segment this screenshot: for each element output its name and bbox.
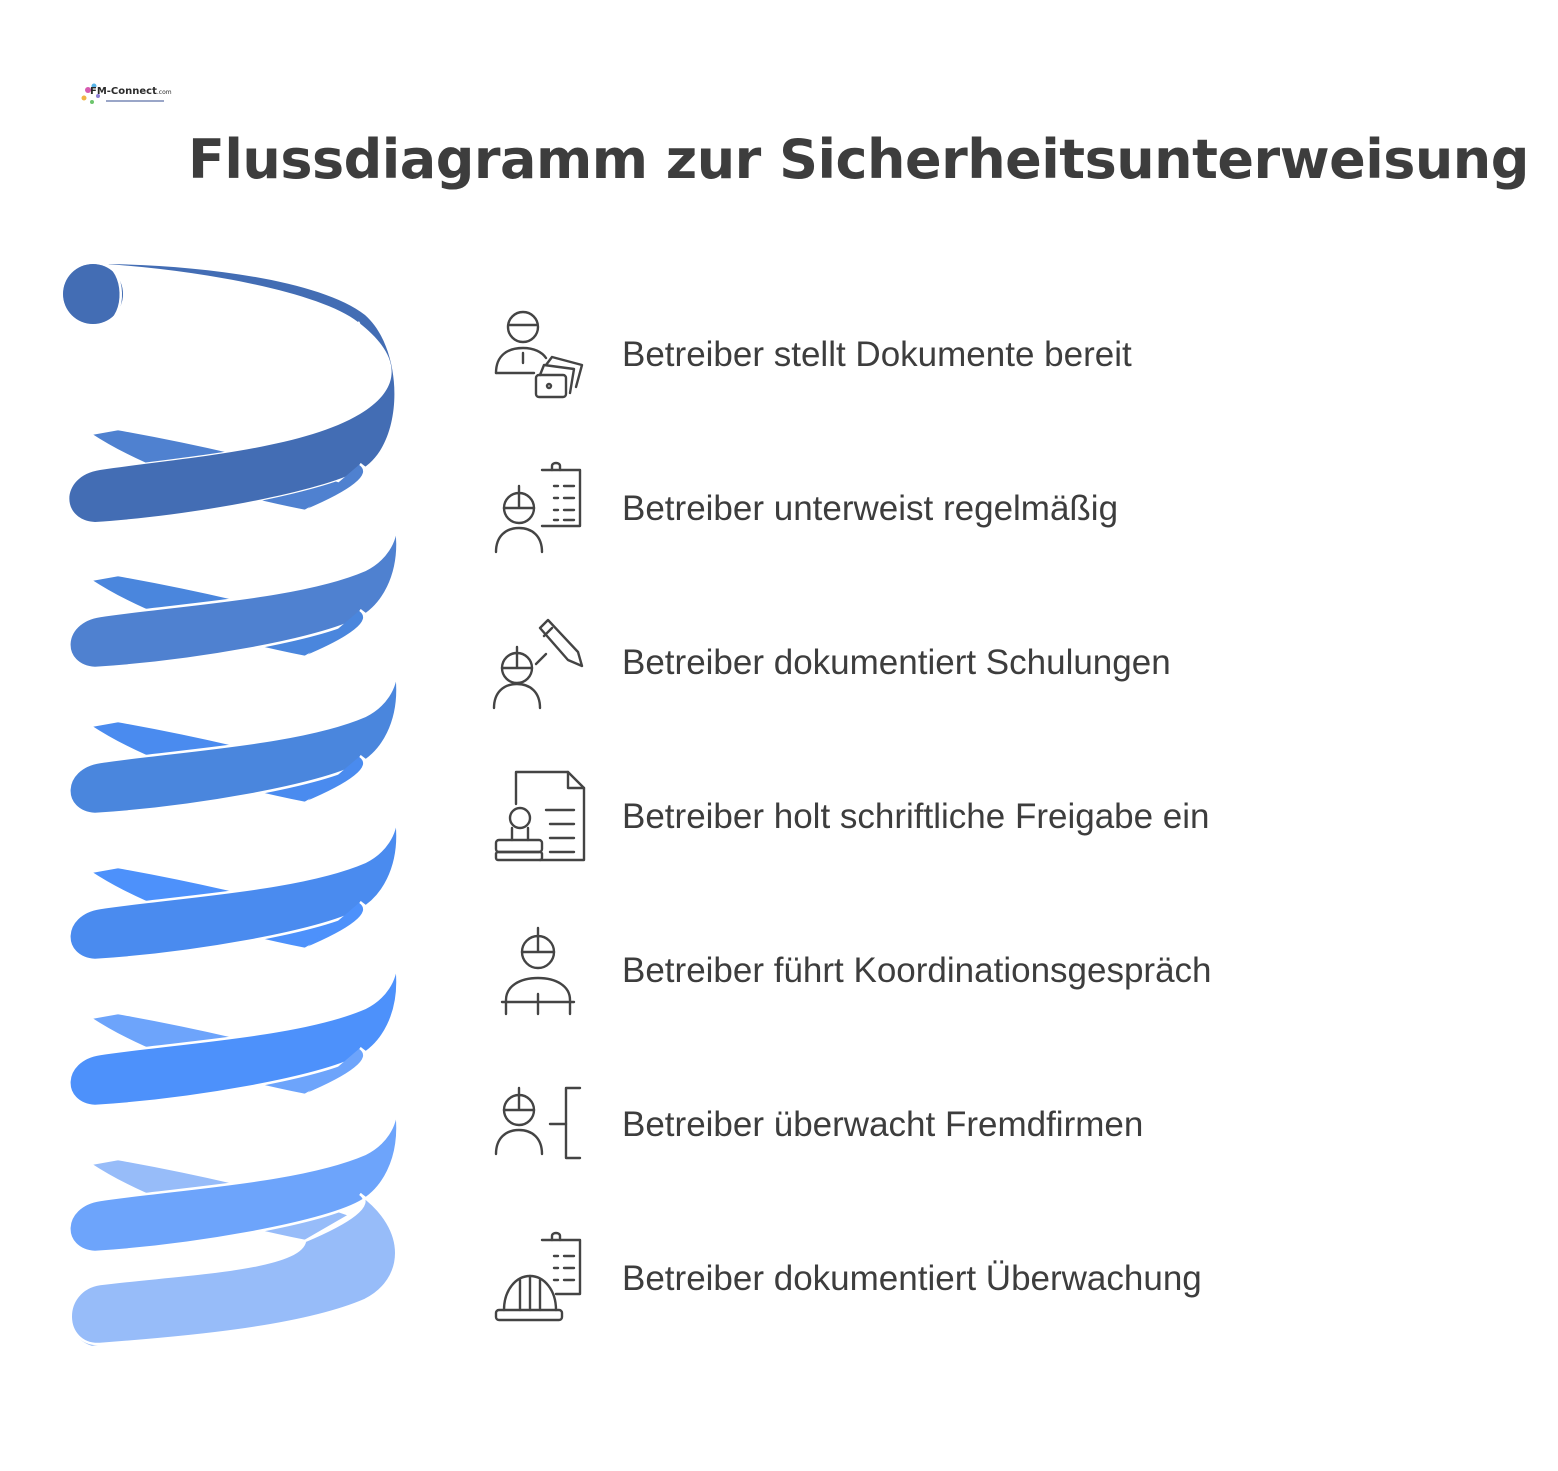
step-label: Betreiber holt schriftliche Freigabe ein [622,797,1210,836]
step-label: Betreiber dokumentiert Überwachung [622,1259,1202,1298]
step-label: Betreiber dokumentiert Schulungen [622,643,1171,682]
coil-band-7 [68,1192,398,1350]
worker-bracket-icon [490,1076,590,1176]
step-label: Betreiber unterweist regelmäßig [622,489,1119,528]
logo-text: FM-Connect.com [90,86,172,97]
step-label: Betreiber überwacht Fremdfirmen [622,1105,1144,1144]
step-label: Betreiber führt Koordinationsgespräch [622,951,1212,990]
spring-coil [60,261,399,1350]
step-label: Betreiber stellt Dokumente bereit [622,335,1132,374]
coil-band-6 [68,1046,399,1254]
page-title: Flussdiagramm zur Sicherheitsunterweisun… [188,128,1529,191]
logo-mark-icon [81,83,100,104]
document-stamp-icon [490,768,590,868]
helmet-clipboard-icon [490,1230,590,1330]
logo-tagline-bar [106,100,164,102]
worker-icon [490,922,590,1022]
worker-clipboard-icon [490,460,590,560]
worker-pencil-icon [490,614,590,714]
person-documents-icon [490,305,590,405]
logo: FM-Connect.com [78,78,172,118]
